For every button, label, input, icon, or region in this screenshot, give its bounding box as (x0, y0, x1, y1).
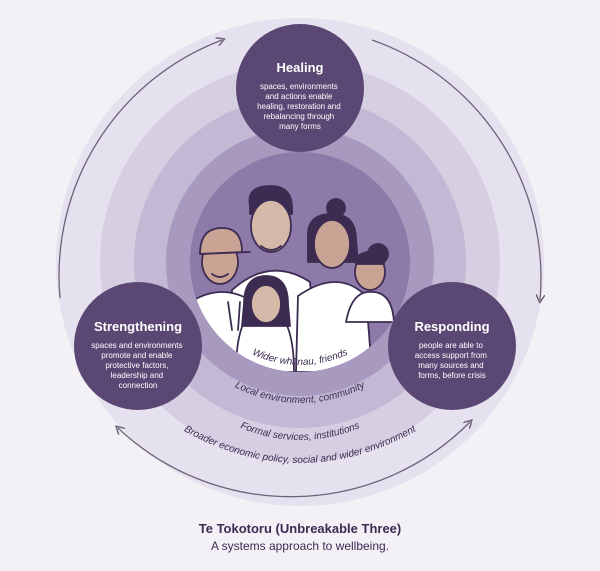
family-illustration-icon (190, 185, 395, 372)
cycle-arrow-icon (58, 40, 541, 498)
responding-title: Responding (414, 319, 489, 334)
node-responding: Responding people are able to access sup… (388, 282, 516, 410)
node-healing: Healing spaces, environments and actions… (236, 24, 364, 152)
caption-title: Te Tokotoru (Unbreakable Three) (198, 521, 402, 536)
healing-title: Healing (277, 60, 324, 75)
strengthening-desc: spaces and environments promote and enab… (91, 341, 184, 390)
responding-desc: people are able to access support from m… (415, 341, 489, 380)
caption-subtitle: A systems approach to wellbeing. (210, 539, 390, 553)
node-strengthening: Strengthening spaces and environments pr… (74, 282, 202, 410)
healing-desc: spaces, environments and actions enable … (257, 82, 343, 131)
strengthening-title: Strengthening (94, 319, 182, 334)
